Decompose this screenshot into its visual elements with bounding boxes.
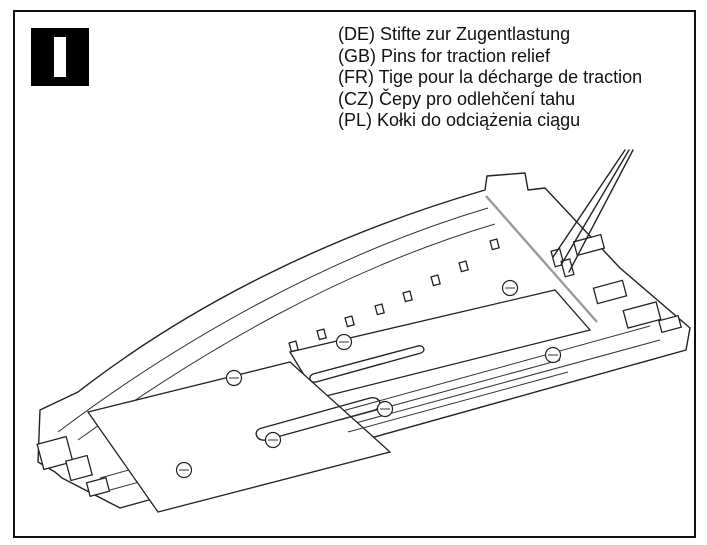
callout-leader-lines (552, 149, 634, 273)
lever-plate (288, 289, 592, 399)
lever-rail (339, 359, 561, 421)
label-cz: (CZ) Čepy pro odlehčení tahu (338, 88, 576, 109)
frog-guide-line (485, 195, 598, 323)
screws (175, 279, 562, 479)
label-gb: (GB) Pins for traction relief (338, 45, 551, 66)
diverging-rail-outer (57, 207, 489, 433)
pin-callout-labels: (DE) Stifte zur Zugentlastung (GB) Pins … (338, 24, 642, 132)
upper-slot (309, 345, 425, 383)
lever-rail-2 (347, 371, 569, 433)
step-number-badge-icon (31, 28, 89, 86)
label-de: (DE) Stifte zur Zugentlastung (338, 24, 571, 44)
cover-plate (86, 361, 392, 513)
traction-relief-pins (550, 233, 683, 334)
step-numeral-bar (54, 37, 66, 77)
label-pl: (PL) Kołki do odciążenia ciągu (338, 110, 581, 130)
sleeper-slots (288, 238, 500, 353)
label-fr: (FR) Tige pour la décharge de traction (338, 67, 643, 87)
left-end-connectors (36, 435, 111, 498)
